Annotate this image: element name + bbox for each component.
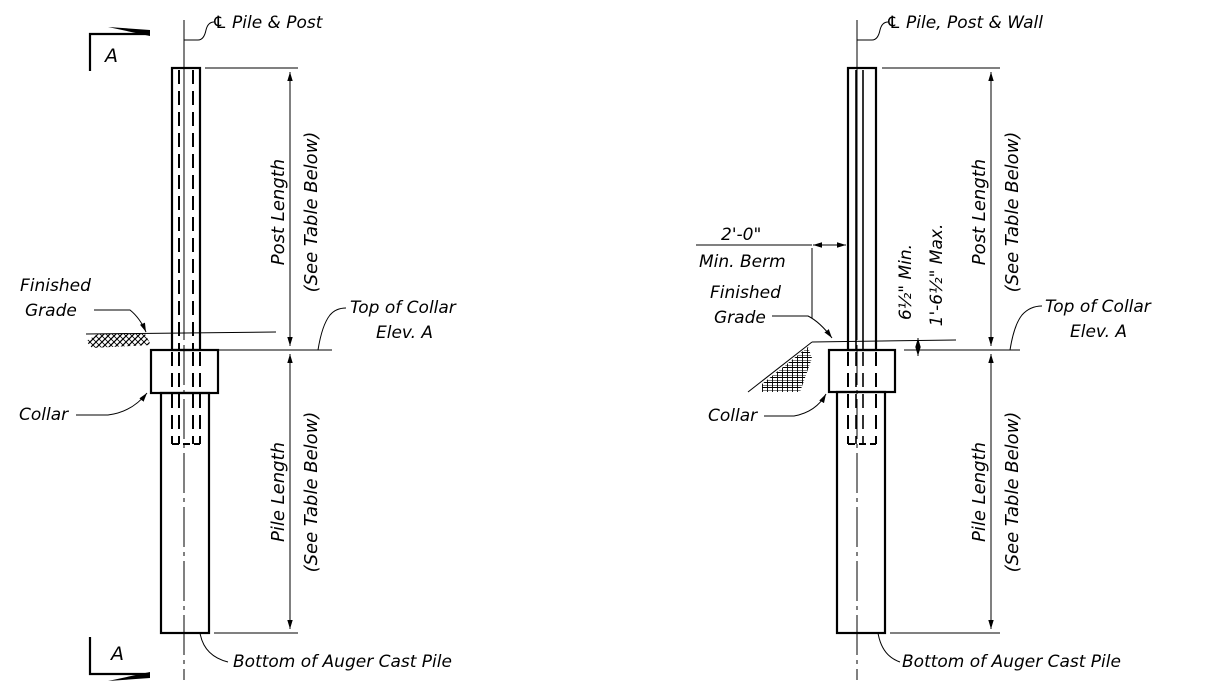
min-dimension: 6½" Min.	[896, 244, 916, 320]
left-centerline-label: Pile & Post	[232, 13, 324, 33]
max-dimension: 1'-6½" Max.	[927, 224, 947, 327]
left-post-table-ref: (See Table Below)	[301, 132, 322, 293]
right-finished-grade-leader	[772, 315, 833, 339]
left-bottom-leader	[199, 632, 229, 663]
right-centerline-callout: ℄ Pile, Post & Wall	[857, 13, 1043, 41]
right-detail: ℄ Pile, Post & Wall Finished Grade	[696, 13, 1152, 680]
right-finished-grade-line1: Finished	[710, 283, 781, 303]
left-collar-leader	[76, 392, 148, 416]
right-bottom-label: Bottom of Auger Cast Pile	[902, 652, 1121, 672]
left-post-length-label: Post Length	[268, 159, 289, 265]
right-collar	[827, 348, 897, 394]
berm-dimension-value: 2'-0"	[721, 225, 761, 245]
left-bottom-label: Bottom of Auger Cast Pile	[233, 652, 452, 672]
right-bottom-leader	[877, 632, 901, 663]
left-top-of-collar-line1: Top of Collar	[350, 298, 457, 318]
left-top-of-collar-line2: Elev. A	[376, 323, 433, 343]
left-collar-label: Collar	[19, 405, 69, 425]
berm-dimension	[696, 242, 846, 318]
left-detail: ℄ Pile & Post A A	[19, 13, 457, 681]
right-dimension-lines	[882, 67, 1000, 634]
left-dimension-lines	[205, 67, 298, 634]
right-centerline-label: Pile, Post & Wall	[906, 13, 1043, 33]
right-pile-length-label: Pile Length	[969, 442, 990, 542]
left-finished-grade-line2: Grade	[25, 301, 77, 321]
right-collar-leader	[764, 393, 827, 417]
right-post-length-label: Post Length	[969, 159, 990, 265]
left-top-of-collar-leader	[317, 307, 347, 351]
left-pile-table-ref: (See Table Below)	[301, 412, 322, 573]
left-post	[170, 66, 202, 352]
section-marker-bottom-label: A	[109, 643, 124, 665]
centerline-symbol: ℄	[212, 13, 227, 33]
right-pile-table-ref: (See Table Below)	[1002, 412, 1023, 573]
right-top-of-collar-line2: Elev. A	[1070, 322, 1127, 342]
left-pile	[159, 391, 211, 635]
min-max-dimension	[904, 338, 1020, 356]
section-marker-top: A	[88, 27, 150, 71]
right-embedded-post	[847, 352, 877, 445]
right-pile	[835, 390, 887, 635]
left-finished-grade	[85, 331, 277, 348]
left-finished-grade-leader	[94, 309, 147, 333]
left-pile-length-label: Pile Length	[268, 442, 289, 542]
left-finished-grade-line1: Finished	[20, 276, 91, 296]
section-marker-top-label: A	[103, 45, 118, 67]
right-post-table-ref: (See Table Below)	[1002, 132, 1023, 293]
right-finished-grade-line2: Grade	[714, 308, 766, 328]
right-post-and-wall	[846, 66, 878, 352]
right-collar-label: Collar	[708, 406, 758, 426]
left-centerline-callout: ℄ Pile & Post	[184, 13, 324, 41]
berm-label: Min. Berm	[699, 252, 786, 272]
right-top-of-collar-line1: Top of Collar	[1045, 297, 1152, 317]
right-top-of-collar-leader	[1009, 305, 1043, 351]
centerline-symbol-right: ℄	[886, 13, 901, 33]
right-finished-grade	[747, 339, 957, 393]
section-marker-bottom: A	[88, 637, 150, 681]
left-embedded-post	[171, 352, 201, 445]
